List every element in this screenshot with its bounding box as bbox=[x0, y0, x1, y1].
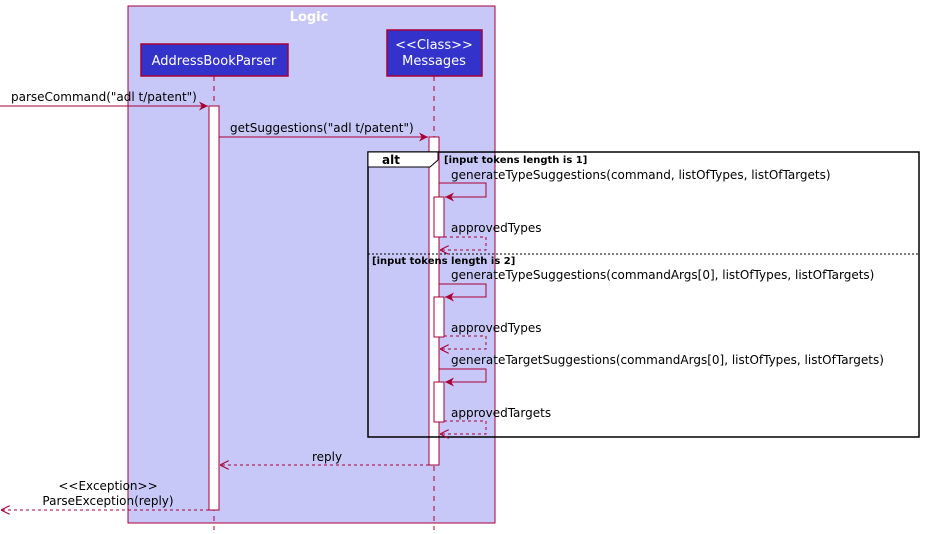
message-label: generateTypeSuggestions(commandArgs[0], … bbox=[451, 268, 874, 282]
message-generate-target-suggestions: generateTargetSuggestions(commandArgs[0]… bbox=[439, 353, 884, 387]
alt-label-tab bbox=[367, 151, 439, 168]
participant-name: Messages bbox=[402, 54, 466, 69]
activation-messages-nested-3 bbox=[433, 381, 445, 423]
message-label: generateTargetSuggestions(commandArgs[0]… bbox=[451, 353, 884, 367]
participant-messages: <<Class>> Messages bbox=[386, 29, 483, 77]
message-parse-exception: <<Exception>> ParseException(reply) bbox=[1, 479, 209, 510]
alt-fragment: alt [input tokens length is 1] [input to… bbox=[367, 151, 920, 438]
message-label: parseCommand("adl t/patent") bbox=[11, 90, 197, 104]
message-label: approvedTargets bbox=[451, 406, 551, 420]
message-label: approvedTypes bbox=[451, 321, 542, 335]
message-generate-type-suggestions-2: generateTypeSuggestions(commandArgs[0], … bbox=[439, 268, 874, 302]
participant-addressbookparser: AddressBookParser bbox=[140, 43, 289, 77]
boundary-title: Logic bbox=[290, 10, 329, 25]
message-parse-command: parseCommand("adl t/patent") bbox=[0, 90, 208, 111]
participant-name: AddressBookParser bbox=[152, 54, 277, 69]
alt-label: alt bbox=[382, 153, 400, 167]
message-label: reply bbox=[312, 450, 342, 464]
message-reply: reply bbox=[220, 450, 429, 465]
activation-addressbookparser bbox=[208, 105, 220, 511]
participant-stereotype: <<Class>> bbox=[395, 38, 473, 53]
message-label: approvedTypes bbox=[451, 221, 542, 235]
message-generate-type-suggestions-1: generateTypeSuggestions(command, listOfT… bbox=[439, 168, 831, 202]
activation-messages-nested-1 bbox=[433, 196, 445, 238]
activation-messages-nested-2 bbox=[433, 296, 445, 338]
message-approved-types-1: approvedTypes bbox=[440, 221, 542, 250]
alt-guard-1: [input tokens length is 1] bbox=[444, 155, 587, 166]
message-stereotype: <<Exception>> bbox=[58, 479, 157, 493]
message-approved-types-2: approvedTypes bbox=[440, 321, 542, 349]
message-approved-targets: approvedTargets bbox=[440, 406, 551, 434]
message-label: generateTypeSuggestions(command, listOfT… bbox=[451, 168, 831, 182]
alt-guard-2: [input tokens length is 2] bbox=[372, 256, 515, 267]
message-label: ParseException(reply) bbox=[42, 494, 173, 508]
message-get-suggestions: getSuggestions("adl t/patent") bbox=[219, 121, 428, 142]
message-label: getSuggestions("adl t/patent") bbox=[230, 121, 414, 135]
